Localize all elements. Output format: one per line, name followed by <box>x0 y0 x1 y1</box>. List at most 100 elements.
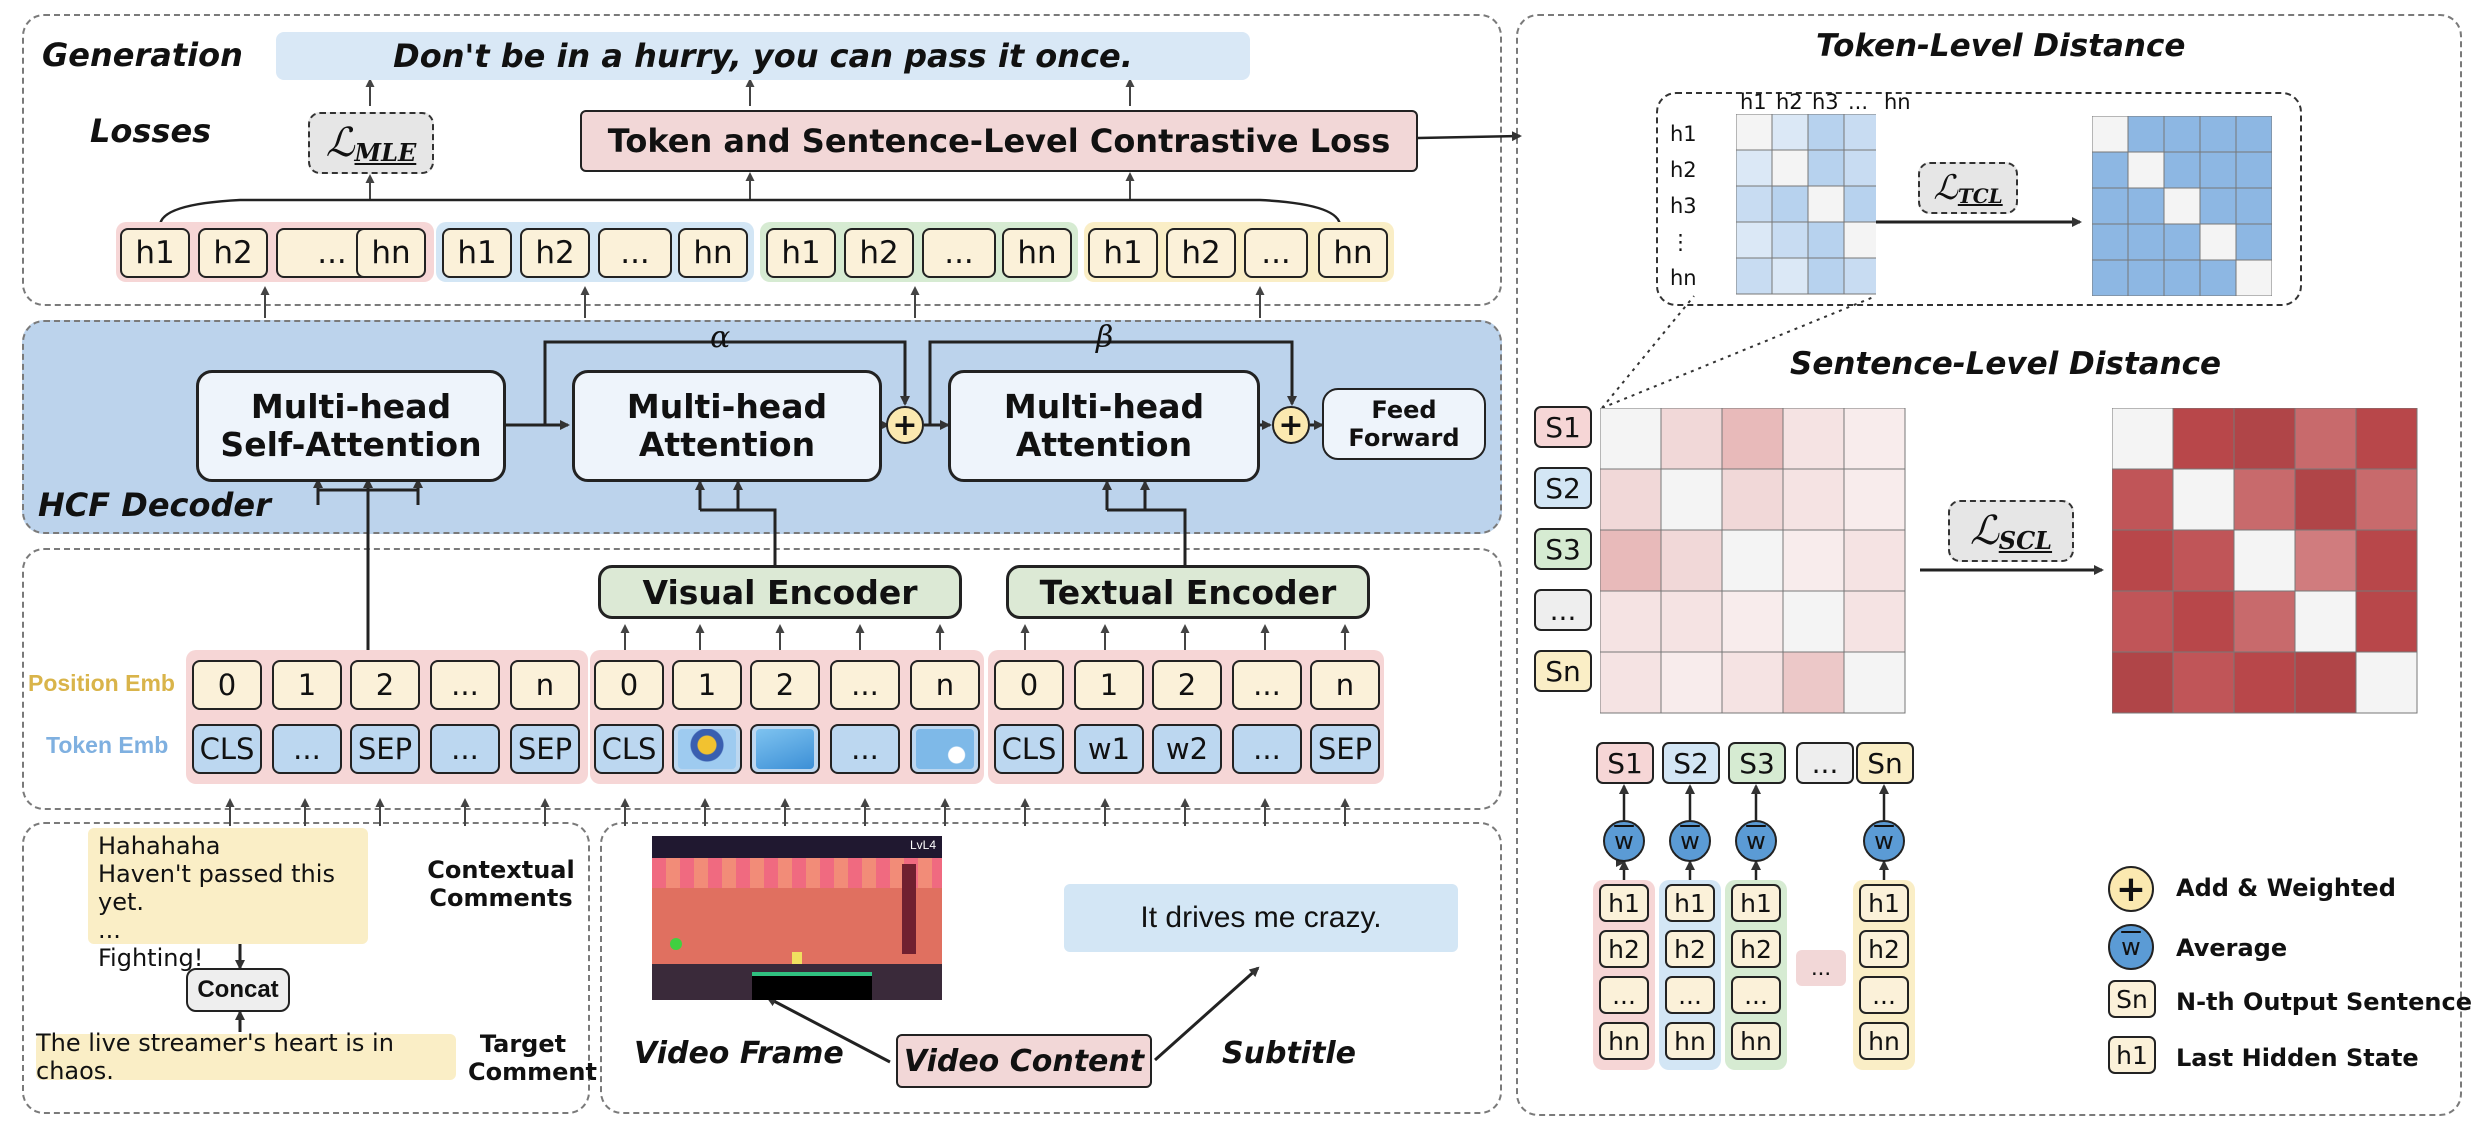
matrix-cell <box>1843 221 1876 259</box>
frame-pit <box>752 972 872 1000</box>
stack-hidden-state: h1 <box>1665 884 1715 922</box>
matrix-cell <box>2233 468 2296 531</box>
matrix-cell <box>2235 223 2272 261</box>
sentence-matrix-left <box>1600 408 1906 714</box>
hidden-dots: ... <box>922 228 996 278</box>
matrix-cell <box>2355 651 2418 714</box>
matrix-cell <box>2235 259 2272 296</box>
matrix-cell <box>1843 529 1906 592</box>
stack-hidden-text: ... <box>1612 980 1636 1010</box>
matrix-cell <box>1721 590 1784 653</box>
stack-hidden-state: ... <box>1859 976 1909 1014</box>
position-emb-text: ... <box>451 668 479 702</box>
sentence-row-label: S1 <box>1534 406 1592 448</box>
token-emb-text: SEP <box>1317 732 1373 766</box>
contextual-comments-label: Contextual Comments <box>427 856 575 912</box>
visual-encoder: Visual Encoder <box>598 565 962 619</box>
stack-hidden-state: h2 <box>1599 930 1649 968</box>
matrix-cell <box>1721 408 1784 470</box>
sky2-image <box>910 724 980 774</box>
stack-hidden-state: h1 <box>1731 884 1781 922</box>
legend-sn-icon: Sn <box>2108 980 2156 1018</box>
frame-orb <box>670 938 682 950</box>
matrix-cell <box>2163 187 2201 225</box>
generation-panel <box>22 14 1502 306</box>
contextual-comments-box: Hahahaha Haven't passed this yet. ... Fi… <box>88 828 368 972</box>
matrix-cell <box>2172 590 2235 653</box>
comment-token-emb: SEP <box>510 724 580 774</box>
token-emb-text: CLS <box>601 732 657 766</box>
stack-hidden-text: hn <box>1868 1026 1900 1056</box>
matrix-cell <box>1843 590 1906 653</box>
text-position-emb: ... <box>1232 660 1302 710</box>
matrix-cell <box>1660 529 1723 592</box>
hidden-h1: h1 <box>442 228 512 278</box>
comment-line: Fighting! <box>98 944 204 972</box>
avg-symbol: w <box>1680 827 1700 855</box>
scl-symbol: ℒ <box>1969 508 1999 554</box>
hidden-h1: h1 <box>1088 228 1158 278</box>
matrix-cell <box>1736 185 1773 223</box>
stack-hidden-state: h2 <box>1665 930 1715 968</box>
multihead-attention-2: Multi-head Attention <box>948 370 1260 482</box>
hidden-hn: hn <box>356 228 426 278</box>
position-emb-text: 2 <box>775 668 795 702</box>
matrix-cell <box>2199 151 2237 189</box>
text-token-emb: ... <box>1232 724 1302 774</box>
distance-panel <box>1516 14 2462 1116</box>
token-col-label: h3 <box>1812 90 1839 114</box>
sky2-image-thumb <box>916 729 974 769</box>
frame-wave <box>652 858 942 888</box>
position-emb-text: n <box>935 668 955 702</box>
hidden-h1: h1 <box>120 228 190 278</box>
target-comment-label: Target Comment <box>468 1030 597 1086</box>
matrix-cell <box>1736 149 1773 187</box>
legend-h1-icon: h1 <box>2108 1036 2156 1074</box>
matrix-cell <box>1843 257 1876 295</box>
visual-position-emb: n <box>910 660 980 710</box>
plus-symbol: + <box>1278 407 1304 443</box>
matrix-cell <box>1771 221 1809 259</box>
comment-position-emb: n <box>510 660 580 710</box>
visual-position-emb: 1 <box>672 660 742 710</box>
hidden-text: hn <box>371 235 411 271</box>
token-emb-text: ... <box>851 732 879 766</box>
visual-position-emb: 0 <box>594 660 664 710</box>
feed-forward-block: Feed Forward <box>1322 388 1486 460</box>
stack-hidden-text: ... <box>1744 980 1768 1010</box>
matrix-cell <box>1807 221 1845 259</box>
position-emb-text: 0 <box>1019 668 1039 702</box>
stack-hidden-state: hn <box>1665 1022 1715 1060</box>
matrix-cell <box>1807 185 1845 223</box>
matrix-cell <box>1782 590 1845 653</box>
stack-hidden-state: h2 <box>1859 930 1909 968</box>
token-level-title: Token-Level Distance <box>1816 28 2186 64</box>
matrix-cell <box>2294 651 2357 714</box>
stack-hidden-text: ... <box>1678 980 1702 1010</box>
token-col-label: hn <box>1884 90 1911 114</box>
token-emb-text: SEP <box>357 732 413 766</box>
h1-symbol: h1 <box>2116 1040 2148 1070</box>
hidden-text: ... <box>620 235 650 271</box>
subtitle-box: It drives me crazy. <box>1064 884 1458 952</box>
stack-hidden-text: h2 <box>1674 934 1706 964</box>
matrix-cell <box>1843 468 1906 531</box>
position-emb-text: 2 <box>375 668 395 702</box>
token-emb-text: ... <box>293 732 321 766</box>
output-sentence-text: S3 <box>1739 746 1775 780</box>
text-token-emb: w2 <box>1152 724 1222 774</box>
comment-line: Hahahaha <box>98 832 221 860</box>
matrix-cell <box>2235 187 2272 225</box>
output-sentence: ... <box>1796 742 1854 784</box>
visual-token-emb: ... <box>830 724 900 774</box>
matrix-cell <box>1771 149 1809 187</box>
matrix-cell <box>2172 408 2235 470</box>
token-matrix-left <box>1736 114 1876 295</box>
position-emb-text: ... <box>851 668 879 702</box>
hidden-text: h1 <box>135 235 175 271</box>
self-attention-block: Multi-head Self-Attention <box>196 370 506 482</box>
token-emb-label: Token Emb <box>46 732 169 758</box>
attention1-label: Multi-head Attention <box>626 387 828 464</box>
